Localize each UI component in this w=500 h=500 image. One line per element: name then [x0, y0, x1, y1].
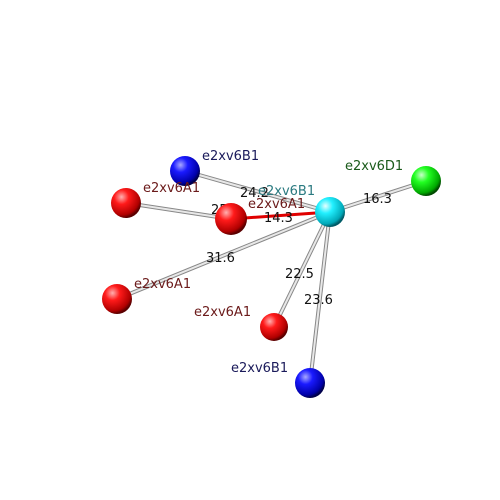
- node-label-green1: e2xv6D1: [345, 159, 403, 174]
- bond-center-blue_bottom: [309, 211, 331, 384]
- bond-red_left-red_mid: [125, 202, 232, 220]
- sphere-red_far[interactable]: [102, 284, 132, 314]
- distance-label-center-red_far: 31.6: [206, 251, 235, 266]
- bonds-layer: [116, 169, 427, 384]
- spheres-layer: [102, 156, 441, 398]
- distance-label-center-red_mid: 14.3: [264, 211, 293, 226]
- node-label-center: e2xv6B1: [258, 184, 315, 199]
- node-label-red_mid: e2xv6A1: [248, 197, 305, 212]
- bond-center-red_low: [273, 211, 331, 328]
- node-label-red_far: e2xv6A1: [134, 277, 191, 292]
- sphere-red_left[interactable]: [111, 188, 141, 218]
- node-labels-layer: e2xv6B1e2xv6D1e2xv6B1e2xv6A1e2xv6A1e2xv6…: [134, 149, 403, 376]
- sphere-green1[interactable]: [411, 166, 441, 196]
- distance-label-center-blue_top: 24.2: [240, 186, 269, 201]
- node-label-blue_bottom: e2xv6B1: [231, 361, 288, 376]
- bond-center-green1: [329, 180, 427, 213]
- bond-center-red_far: [116, 211, 331, 300]
- sphere-red_mid[interactable]: [215, 203, 247, 235]
- node-label-red_left: e2xv6A1: [143, 181, 200, 196]
- sphere-blue_top[interactable]: [170, 156, 200, 186]
- distance-label-center-red_low: 22.5: [285, 267, 314, 282]
- bond-center-red_mid: [230, 210, 331, 221]
- distance-label-center-blue_bottom: 23.6: [304, 293, 333, 308]
- sphere-center[interactable]: [315, 197, 345, 227]
- bond-center-blue_top: [184, 170, 331, 213]
- sphere-blue_bottom[interactable]: [295, 368, 325, 398]
- sphere-red_low[interactable]: [260, 313, 288, 341]
- distance-label-center-green1: 16.3: [363, 192, 392, 207]
- node-label-red_low: e2xv6A1: [194, 305, 251, 320]
- node-label-blue_top: e2xv6B1: [202, 149, 259, 164]
